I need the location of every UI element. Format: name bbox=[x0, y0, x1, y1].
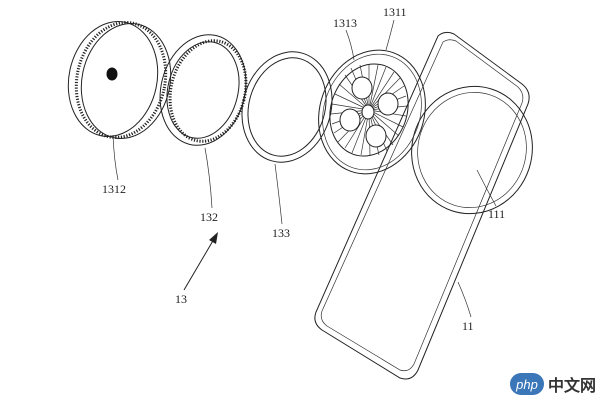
label-11: 11 bbox=[462, 319, 474, 333]
watermark: php 中文网 bbox=[509, 372, 596, 396]
phone-body bbox=[314, 31, 533, 380]
php-logo: php bbox=[509, 373, 544, 395]
ring-132 bbox=[159, 34, 248, 146]
lens-holes bbox=[339, 76, 399, 148]
label-13: 13 bbox=[175, 292, 187, 306]
cap-1312 bbox=[67, 21, 172, 139]
label-111: 111 bbox=[488, 207, 505, 221]
watermark-text: 中文网 bbox=[547, 376, 596, 395]
cap-center-hole bbox=[106, 67, 118, 81]
label-133: 133 bbox=[272, 226, 290, 240]
label-1312: 1312 bbox=[102, 182, 126, 196]
label-132: 132 bbox=[200, 210, 218, 224]
label-1311: 1311 bbox=[383, 5, 407, 19]
leader-lines bbox=[112, 19, 497, 318]
label-1313: 1313 bbox=[333, 16, 357, 30]
assembly-arrow bbox=[183, 232, 218, 291]
lens-module bbox=[318, 49, 426, 175]
